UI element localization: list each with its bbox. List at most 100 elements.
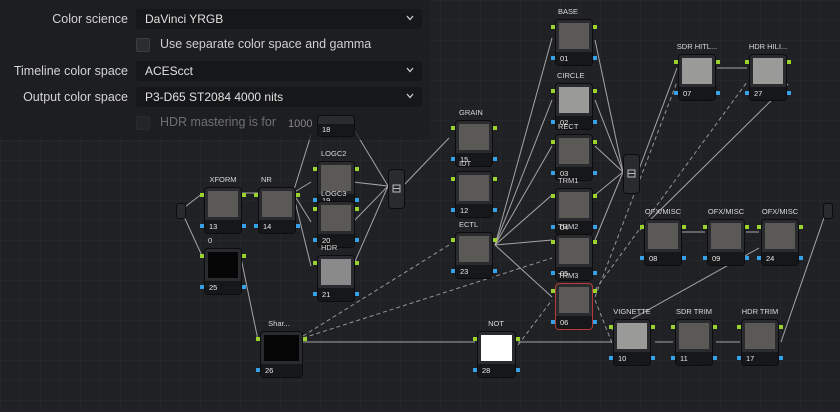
node-title: XFORM [209,175,237,184]
node-nr[interactable]: NR 14 [254,175,300,233]
node-number: 20 [322,236,331,245]
node-logc2[interactable]: LOGC2 19 [313,149,359,207]
node-not[interactable]: NOT 28 [473,319,520,377]
node-shared[interactable]: Shar... 26 [256,319,307,377]
node-number: 24 [766,254,775,263]
node-number: 13 [209,222,218,231]
node-trm3[interactable]: TRM3 06 [551,271,597,329]
node-trm2[interactable]: TRM2 05 [551,222,597,280]
color-settings-panel: Color science DaVinci YRGB Use separate … [0,0,430,140]
node-hdr-trim[interactable]: HDR TRIM 17 [737,307,783,365]
node-number: 18 [322,125,331,134]
color-science-value: DaVinci YRGB [145,12,224,26]
node-ofx-misc-09[interactable]: OFX/MISC 09 [703,207,749,265]
mixer-icon [627,169,636,178]
timeline-color-space-select[interactable]: ACEScct [136,61,422,81]
node-title: OFX/MISC [644,207,682,216]
node-18[interactable]: 18 [318,116,354,136]
chevron-down-icon [406,93,414,99]
node-thumbnail [264,335,299,361]
node-number: 03 [560,169,569,178]
node-ectl[interactable]: ECTL 23 [451,220,497,278]
node-thumbnail [765,223,795,249]
node-thumbnail [481,335,512,361]
node-thumbnail [208,252,238,278]
node-number: 04 [560,223,569,232]
node-0[interactable]: 0 25 [200,236,246,294]
separate-gamma-checkbox[interactable] [136,38,150,52]
node-number: 25 [209,283,218,292]
node-number: 09 [712,254,721,263]
node-thumbnail [321,165,351,191]
node-thumbnail [559,138,589,164]
node-ofx-misc-08[interactable]: OFX/MISC 08 [640,207,686,265]
node-vignette[interactable]: VIGNETTE 10 [609,307,655,365]
node-title: HDR HILI... [748,42,788,51]
node-thumbnail [559,87,589,113]
node-title: RECT [558,122,579,131]
node-title: LOGC3 [321,189,347,198]
node-rect[interactable]: RECT 03 [551,122,597,180]
node-idt[interactable]: IDT 12 [451,159,497,217]
node-title: BASE [558,7,579,16]
node-thumbnail [745,323,775,349]
node-title: NR [261,175,272,184]
node-thumbnail [559,192,589,218]
node-thumbnail [617,323,647,349]
parallel-mixer-node[interactable] [389,170,404,208]
node-title: IDT [459,159,472,168]
node-number: 15 [460,155,469,164]
node-thumbnail [682,58,712,84]
node-title: TRM1 [558,176,579,185]
output-color-space-value: P3-D65 ST2084 4000 nits [145,90,284,104]
node-number: 08 [649,254,658,263]
graph-output-port[interactable] [824,204,832,218]
node-thumbnail [459,124,489,150]
node-trm1[interactable]: TRM1 04 [551,176,597,234]
node-number: 10 [618,354,627,363]
node-circle[interactable]: CIRCLE 02 [551,71,597,129]
node-logc3[interactable]: LOGC3 20 [313,189,359,247]
mixer-icon [392,184,401,193]
output-color-space-select[interactable]: P3-D65 ST2084 4000 nits [136,87,422,107]
node-number: 26 [265,366,274,375]
node-number: 21 [322,290,331,299]
node-thumbnail [459,175,489,201]
node-title: TRM3 [558,271,579,280]
output-color-space-label: Output color space [23,90,128,104]
node-thumbnail [321,259,351,285]
node-sdr-hitl[interactable]: SDR HITL... 07 [674,42,720,100]
node-number: 27 [754,89,763,98]
node-title: LOGC2 [321,149,347,158]
layer-mixer-node[interactable] [624,155,639,193]
node-number: 28 [482,366,491,375]
color-science-label: Color science [52,12,128,26]
node-sdr-trim[interactable]: SDR TRIM 11 [671,307,717,365]
node-title: SDR TRIM [675,307,713,316]
node-title: HDR [321,243,338,252]
node-hdr-hili[interactable]: HDR HILI... 27 [745,42,791,100]
separate-gamma-label: Use separate color space and gamma [160,37,372,51]
chevron-down-icon [406,67,414,73]
node-xform[interactable]: XFORM 13 [200,175,246,233]
node-grain[interactable]: GRAIN 15 [451,108,497,166]
node-thumbnail [753,58,783,84]
color-science-select[interactable]: DaVinci YRGB [136,9,422,29]
node-title: CIRCLE [557,71,585,80]
hdr-mastering-label: HDR mastering is for [160,115,276,129]
node-thumbnail [648,223,678,249]
node-title: ECTL [459,220,479,229]
node-title: 0 [208,236,213,245]
node-hdr[interactable]: HDR 21 [313,243,359,301]
node-title: VIGNETTE [613,307,651,316]
hdr-mastering-checkbox[interactable] [136,116,150,130]
graph-input-port[interactable] [177,204,185,218]
node-title: HDR TRIM [741,307,779,316]
node-number: 02 [560,118,569,127]
node-base[interactable]: BASE 01 [551,7,597,65]
node-ofx-misc-24[interactable]: OFX/MISC 24 [757,207,803,265]
node-title: TRM2 [558,222,579,231]
node-thumbnail [559,287,589,313]
